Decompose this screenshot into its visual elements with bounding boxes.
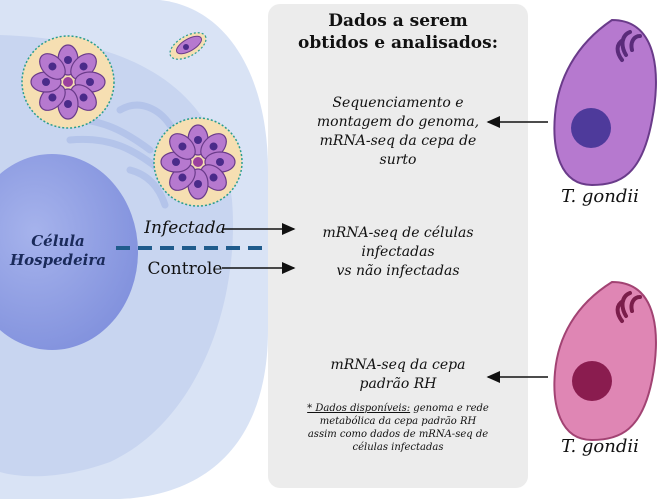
t-gondii-bottom <box>553 280 657 442</box>
panel-note-line: assim como dados de mRNA-seq de <box>307 429 489 440</box>
data-panel <box>268 4 528 488</box>
panel-item-2-line: vs não infectadas <box>336 263 460 279</box>
host-cell-label: Célula Hospedeira <box>8 232 108 270</box>
panel-item-1-line: surto <box>379 152 417 168</box>
panel-title: Dados a serem obtidos e analisados: <box>268 10 528 54</box>
panel-item-2: mRNA-seq de células infectadas vs não in… <box>268 224 528 281</box>
panel-item-3-line: mRNA-seq da cepa <box>330 357 466 373</box>
panel-title-line1: Dados a serem <box>328 11 468 31</box>
panel-title-line2: obtidos e analisados: <box>298 33 498 53</box>
parasitophorous-vacuole-1 <box>21 35 115 129</box>
panel-item-3: mRNA-seq da cepa padrão RH <box>268 356 528 394</box>
panel-note-line: células infectadas <box>352 442 444 453</box>
panel-item-2-line: infectadas <box>361 244 435 260</box>
panel-item-3-line: padrão RH <box>359 376 437 392</box>
parasitophorous-vacuole-2 <box>153 117 243 207</box>
panel-item-1-line: mRNA-seq da cepa de <box>319 133 477 149</box>
control-label: Controle <box>147 259 223 279</box>
t-gondii-top <box>553 18 657 187</box>
invading-parasite <box>169 32 207 60</box>
host-cell-label-line2: Hospedeira <box>9 251 106 269</box>
t-gondii-top-label: T. gondii <box>561 186 639 207</box>
panel-item-1: Sequenciamento e montagem do genoma, mRN… <box>268 94 528 170</box>
host-cell-label-line1: Célula <box>31 232 85 250</box>
panel-item-1-line: Sequenciamento e <box>332 95 464 111</box>
t-gondii-bottom-label: T. gondii <box>561 436 639 457</box>
panel-note-line: metabólica da cepa padrão RH <box>319 416 477 427</box>
panel-item-1-line: montagem do genoma, <box>316 114 480 130</box>
panel-note-rest: genoma e rede <box>410 403 489 414</box>
nucleus <box>0 154 138 350</box>
infected-label: Infectada <box>144 218 226 238</box>
panel-note: * Dados disponíveis: genoma e rede metab… <box>276 402 520 454</box>
panel-note-label: * Dados disponíveis: <box>307 403 411 414</box>
panel-item-2-line: mRNA-seq de células <box>322 225 474 241</box>
